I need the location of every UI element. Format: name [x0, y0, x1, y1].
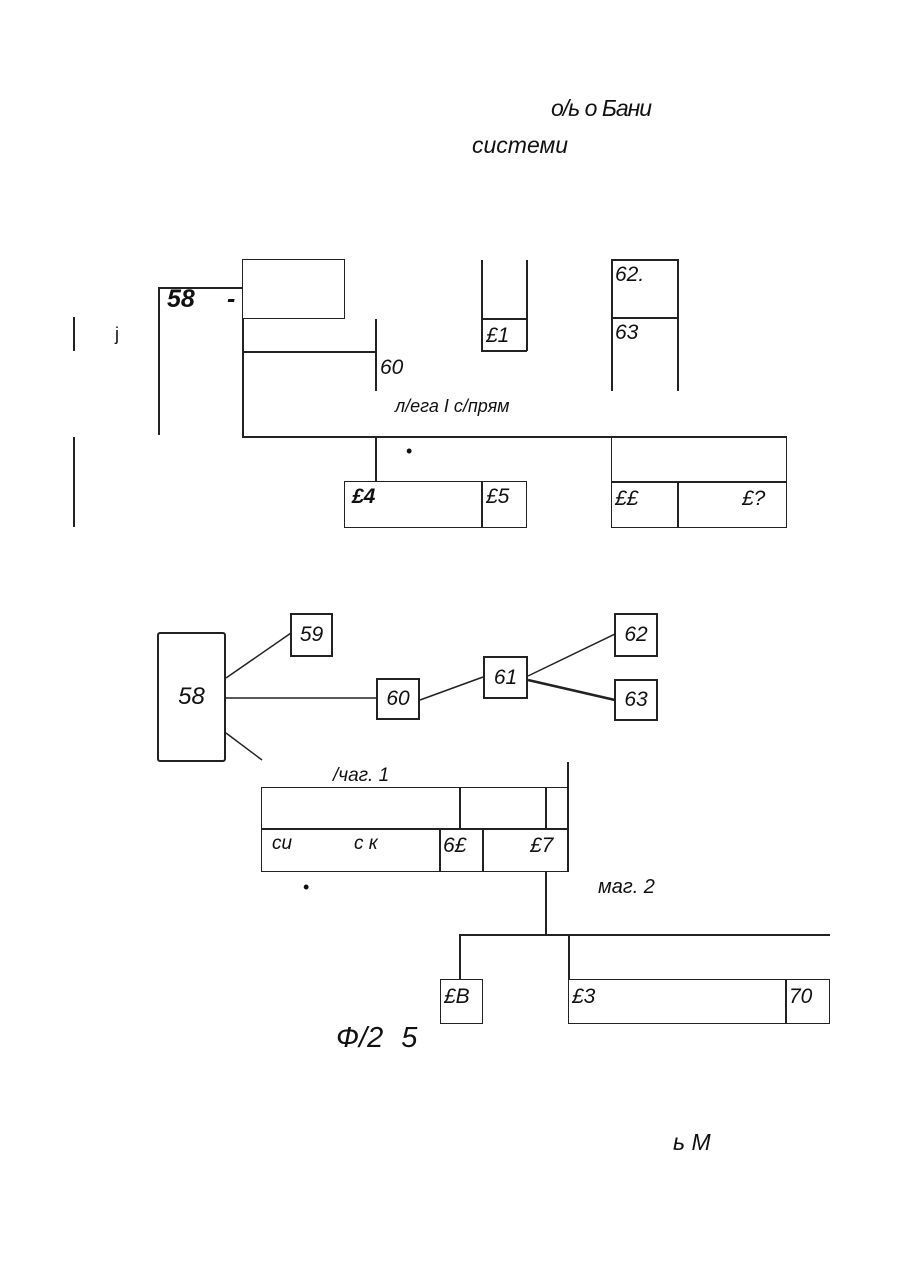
cell-si: си [272, 834, 292, 853]
dot-mark-c: • [303, 878, 309, 896]
cell-69: £3 [572, 986, 595, 1007]
table-c-top-right-drop [545, 787, 547, 829]
cell-70: 70 [789, 986, 812, 1007]
mag1-label: /чаг. 1 [333, 766, 389, 785]
node-63: 63 [614, 679, 658, 721]
figure-caption: Ф/2 5 [336, 1024, 417, 1053]
node-59: 59 [290, 613, 333, 657]
c-bus [459, 934, 830, 936]
table-c-div-67 [482, 828, 484, 872]
table-c-top [261, 787, 568, 872]
div-69-70 [785, 979, 787, 1024]
cell-sk: с к [354, 834, 378, 853]
c-stem [545, 871, 547, 935]
cell-67: £7 [530, 835, 553, 856]
footer-mark: ь М [673, 1131, 711, 1154]
table-c-row [261, 828, 568, 830]
table-c-div-66 [439, 828, 441, 872]
node-61: 61 [483, 656, 528, 699]
table-c-divider-top [459, 787, 461, 829]
mag2-label: маг. 2 [598, 877, 655, 897]
node-58: 58 [157, 632, 226, 762]
c-drop-68 [459, 934, 461, 980]
node-62: 62 [614, 613, 658, 657]
cell-68: £В [444, 986, 470, 1007]
node-60: 60 [376, 678, 420, 720]
cell-66: 6£ [443, 835, 466, 856]
c-drop-69 [568, 934, 570, 980]
